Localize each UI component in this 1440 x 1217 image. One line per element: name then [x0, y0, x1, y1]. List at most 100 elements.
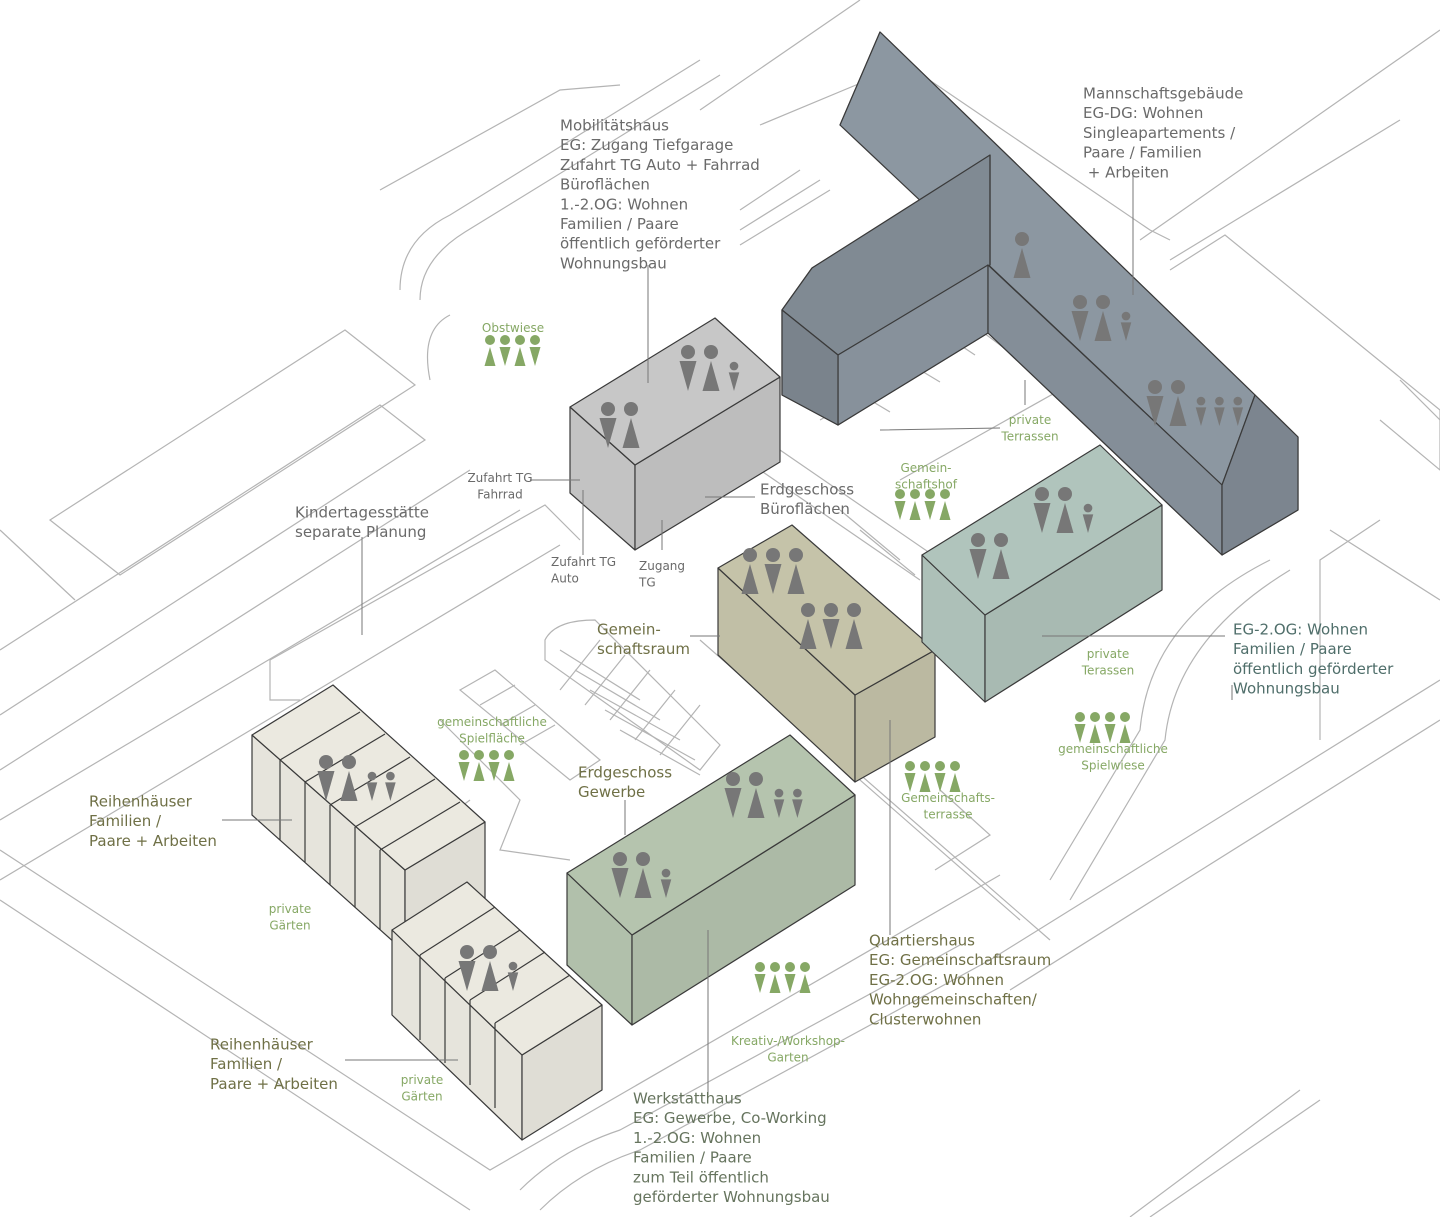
person-child-icon: [385, 771, 396, 801]
person-woman-icon: [787, 548, 805, 594]
person-child-icon: [1214, 396, 1225, 426]
label-line: Spielfläche: [459, 731, 525, 745]
label-line: EG: Gewerbe, Co-Working: [633, 1109, 827, 1127]
label-line: Wohngemeinschaften/: [869, 991, 1038, 1009]
label-line: EG: Gemeinschaftsraum: [869, 951, 1051, 969]
label-line: private: [401, 1073, 443, 1087]
label-line: Auto: [551, 571, 579, 585]
person-child-icon: [792, 788, 803, 818]
label-gemeinschaftshof: Gemein-schaftshof: [895, 461, 958, 492]
label-line: geförderter Wohnungsbau: [633, 1188, 830, 1206]
label-line: private: [1087, 647, 1129, 661]
label-line: Gemeinschafts-: [901, 791, 995, 805]
person-man-icon: [488, 750, 500, 781]
label-line: private: [269, 902, 311, 916]
person-woman-icon: [747, 772, 765, 818]
person-man-icon: [969, 533, 987, 579]
person-man-icon: [924, 489, 936, 520]
label-line: Büroflächen: [560, 176, 650, 194]
person-woman-icon: [799, 962, 811, 993]
person-woman-icon: [702, 345, 720, 391]
label-line: EG-2.OG: Wohnen: [869, 971, 1004, 989]
person-man-icon: [1146, 380, 1164, 426]
label-line: gemeinschaftliche: [1058, 742, 1168, 756]
label-line: Mobilitätshaus: [560, 117, 669, 135]
people-group: [799, 603, 863, 649]
label-line: Gemein-: [900, 461, 951, 475]
label-line: Mannschaftsgebäude: [1083, 85, 1243, 103]
label-line: Terrassen: [1000, 429, 1058, 443]
label-gemeinschaftsraum: Gemein-schaftsraum: [597, 621, 690, 659]
person-woman-icon: [1013, 232, 1031, 278]
label-line: Erdgeschoss: [760, 481, 854, 499]
person-man-icon: [1071, 295, 1089, 341]
person-man-icon: [599, 402, 617, 448]
label-line: Gemein-: [597, 621, 661, 639]
label-line: Paare / Familien: [1083, 144, 1202, 162]
person-woman-icon: [622, 402, 640, 448]
person-child-icon: [1195, 396, 1207, 426]
person-woman-icon: [1089, 712, 1101, 743]
person-woman-icon: [845, 603, 863, 649]
label-line: + Arbeiten: [1083, 163, 1169, 181]
person-child-icon: [366, 771, 378, 801]
label-line: Zufahrt TG: [467, 471, 532, 485]
label-zufahrt-auto: Zufahrt TG Auto: [551, 555, 616, 586]
people-group: [1013, 232, 1031, 278]
label-line: Zufahrt TG Auto + Fahrrad: [560, 156, 760, 174]
label-line: schaftshof: [895, 477, 958, 491]
person-man-icon: [754, 962, 766, 993]
label-line: Paare + Arbeiten: [89, 832, 217, 850]
person-woman-icon: [1169, 380, 1187, 426]
label-line: Reihenhäuser: [89, 793, 193, 811]
person-woman-icon: [769, 962, 781, 993]
label-line: Familien / Paare: [633, 1149, 752, 1167]
label-line: Terassen: [1081, 663, 1134, 677]
label-line: private: [1009, 413, 1051, 427]
label-obstwiese: Obstwiese: [482, 321, 544, 335]
label-line: EG: Zugang Tiefgarage: [560, 136, 733, 154]
label-zufahrt-fahrrad: Zufahrt TG Fahrrad: [467, 471, 532, 502]
label-gemeinschaftsterrasse: Gemeinschafts-terrasse: [901, 791, 995, 822]
label-line: separate Planung: [295, 523, 426, 541]
person-woman-icon: [741, 548, 759, 594]
label-line: Familien /: [89, 812, 162, 830]
building-mobilitaet: [569, 317, 781, 551]
people-group: [894, 489, 951, 520]
person-child-icon: [1232, 396, 1244, 426]
people-group: [1033, 487, 1094, 533]
people-group: [599, 402, 640, 448]
label-line: gemeinschaftliche: [437, 715, 547, 729]
person-woman-icon: [634, 852, 652, 898]
person-woman-icon: [481, 945, 499, 991]
person-woman-icon: [909, 489, 921, 520]
label-line: zum Teil öffentlich: [633, 1168, 769, 1186]
people-icons: [317, 232, 1244, 993]
person-man-icon: [1033, 487, 1051, 533]
person-child-icon: [660, 868, 672, 898]
person-woman-icon: [340, 755, 358, 801]
label-line: terrasse: [924, 807, 973, 821]
label-line: Singleapartements /: [1083, 124, 1236, 142]
person-man-icon: [529, 335, 541, 366]
label-line: Fahrrad: [477, 487, 522, 501]
label-line: Zufahrt TG: [551, 555, 616, 569]
person-man-icon: [611, 852, 629, 898]
person-man-icon: [764, 548, 782, 594]
people-group: [1071, 295, 1132, 341]
person-man-icon: [317, 755, 335, 801]
label-line: Gärten: [269, 918, 310, 932]
person-child-icon: [1120, 311, 1132, 341]
person-woman-icon: [484, 335, 496, 366]
label-line: Gärten: [401, 1089, 442, 1103]
